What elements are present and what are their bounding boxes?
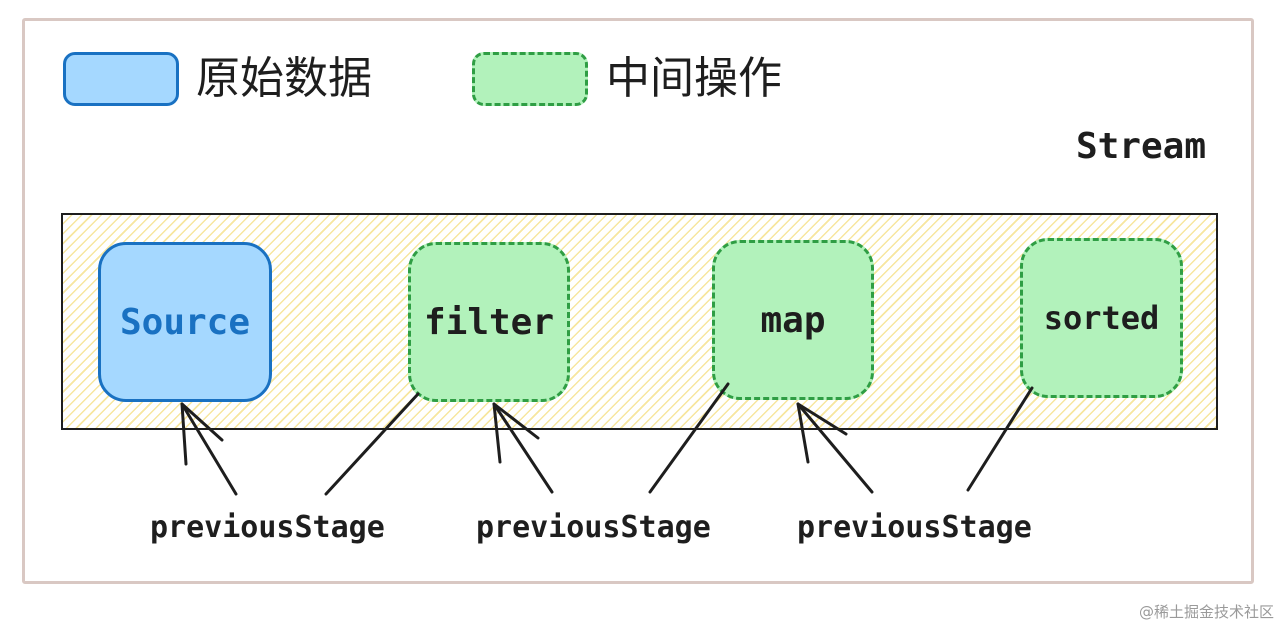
stage-source-box: Source xyxy=(98,242,272,402)
stage-map-label: map xyxy=(760,299,826,341)
legend-intermediate-op-label: 中间操作 xyxy=(606,53,782,104)
stage-map-box: map xyxy=(712,240,874,400)
stream-title: Stream xyxy=(1075,126,1206,167)
stage-filter-label: filter xyxy=(423,301,555,343)
legend-raw-data-label: 原始数据 xyxy=(196,53,372,104)
watermark: @稀土掘金技术社区 xyxy=(1138,603,1274,621)
stage-filter-box: filter xyxy=(408,242,570,402)
stage-sorted-box: sorted xyxy=(1020,238,1183,398)
stage-sorted-label: sorted xyxy=(1043,299,1160,337)
previous-stage-label-3: previousStage xyxy=(797,510,1032,545)
previous-stage-label-1: previousStage xyxy=(150,510,385,545)
previous-stage-label-2: previousStage xyxy=(476,510,711,545)
stage-source-label: Source xyxy=(119,301,251,343)
legend-raw-data-swatch xyxy=(63,52,179,106)
legend-intermediate-op-swatch xyxy=(472,52,588,106)
